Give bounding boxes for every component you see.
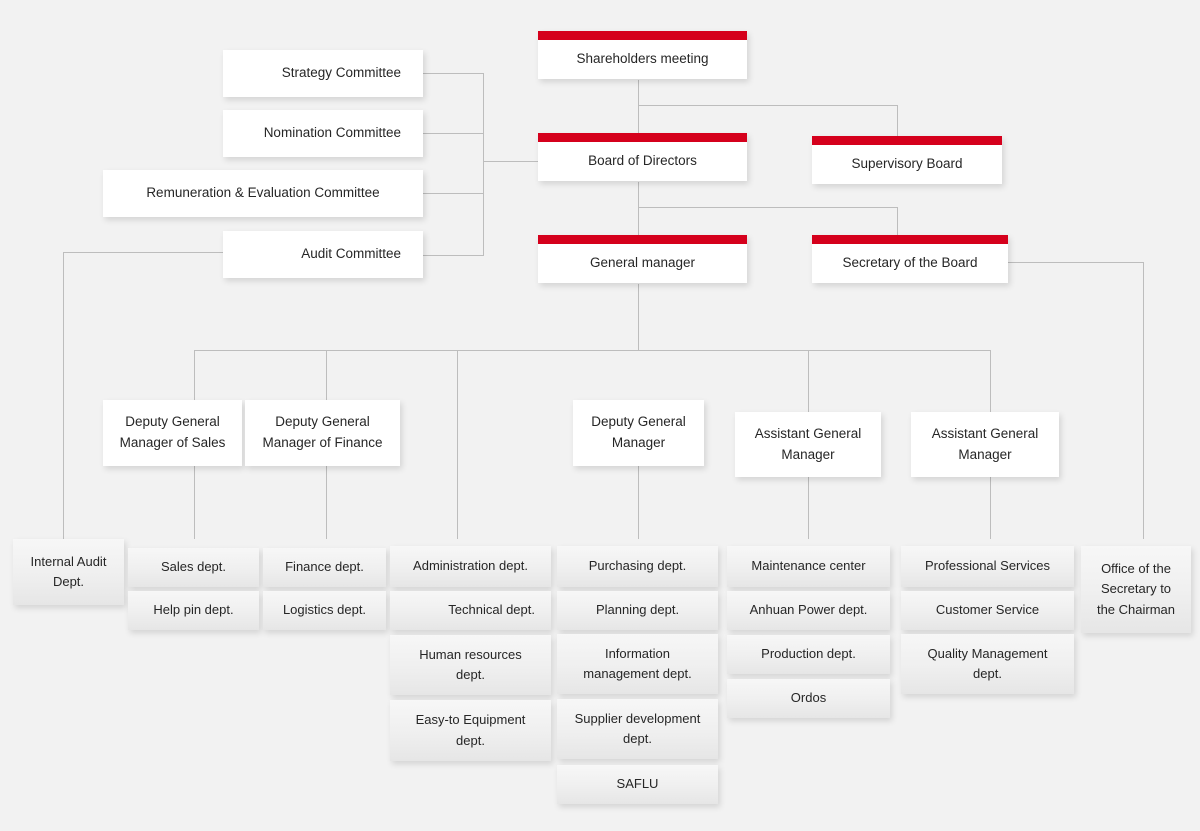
connector-board-down — [638, 182, 639, 264]
node-label: Remuneration & Evaluation Committee — [146, 185, 380, 201]
node-label: Strategy Committee — [281, 65, 401, 81]
connector-strategy-committee — [423, 73, 484, 74]
node-remuneration-evaluation-committee[interactable]: Remuneration & Evaluation Committee — [103, 170, 423, 217]
node-label: Supervisory Board — [851, 156, 963, 172]
node-information-management-dept[interactable]: Information management dept. — [557, 634, 718, 694]
node-audit-committee[interactable]: Audit Committee — [223, 231, 423, 278]
connector-drop-deputy-finance — [326, 350, 327, 400]
node-shareholders-meeting[interactable]: Shareholders meeting — [538, 31, 747, 79]
node-label: Easy-to Equipment dept. — [415, 712, 526, 748]
connector-committees-to-board — [483, 161, 540, 162]
node-label: Ordos — [790, 690, 827, 706]
connector-audit-committee — [423, 255, 484, 256]
node-label: Shareholders meeting — [576, 51, 709, 67]
node-label: SAFLU — [616, 776, 659, 792]
node-secretary-of-the-board[interactable]: Secretary of the Board — [812, 235, 1008, 283]
node-label: Professional Services — [925, 558, 1050, 574]
node-easy-to-equipment-dept[interactable]: Easy-to Equipment dept. — [390, 700, 551, 761]
connector-outer-right-drop — [1143, 262, 1144, 539]
connector-drop-deputy-sales — [194, 350, 195, 400]
node-deputy-general-manager[interactable]: Deputy General Manager — [573, 400, 704, 466]
node-strategy-committee[interactable]: Strategy Committee — [223, 50, 423, 97]
node-production-dept[interactable]: Production dept. — [727, 635, 890, 674]
node-planning-dept[interactable]: Planning dept. — [557, 591, 718, 630]
connector-drop-assistant-2 — [990, 350, 991, 412]
node-nomination-committee[interactable]: Nomination Committee — [223, 110, 423, 157]
node-technical-dept[interactable]: Technical dept. — [390, 591, 551, 630]
connector-finance-to-dept — [326, 466, 327, 539]
connector-sales-to-dept — [194, 466, 195, 539]
node-label: Information management dept. — [583, 645, 692, 681]
node-general-manager[interactable]: General manager — [538, 235, 747, 283]
connector-committee-bus — [483, 73, 484, 256]
node-label: Finance dept. — [285, 559, 364, 575]
node-anhuan-power-dept[interactable]: Anhuan Power dept. — [727, 591, 890, 630]
node-label: Production dept. — [761, 646, 856, 662]
node-label: Nomination Committee — [263, 125, 401, 141]
node-label: Office of the Secretary to the Chairman — [1096, 561, 1176, 617]
node-label: Internal Audit Dept. — [30, 553, 107, 589]
node-deputy-general-manager-of-finance[interactable]: Deputy General Manager of Finance — [245, 400, 400, 466]
node-label: General manager — [589, 255, 696, 271]
node-label: Help pin dept. — [153, 602, 234, 618]
node-quality-management-dept[interactable]: Quality Management dept. — [901, 634, 1074, 694]
connector-secretary-down — [897, 207, 898, 242]
connector-nomination-committee — [423, 133, 484, 134]
node-label: Deputy General Manager of Finance — [262, 414, 383, 450]
node-label: Maintenance center — [751, 558, 866, 574]
connector-drop-administration — [457, 350, 458, 539]
node-label: Quality Management dept. — [927, 645, 1048, 681]
node-professional-services[interactable]: Professional Services — [901, 546, 1074, 587]
node-purchasing-dept[interactable]: Purchasing dept. — [557, 546, 718, 587]
node-label: Secretary of the Board — [842, 255, 978, 271]
node-help-pin-dept[interactable]: Help pin dept. — [128, 591, 259, 630]
node-finance-dept[interactable]: Finance dept. — [263, 548, 386, 587]
node-supplier-development-dept[interactable]: Supplier development dept. — [557, 699, 718, 759]
connector-assistant2-to-dept — [990, 477, 991, 539]
node-logistics-dept[interactable]: Logistics dept. — [263, 591, 386, 630]
node-label: Technical dept. — [448, 602, 535, 618]
connector-drop-assistant-1 — [808, 350, 809, 412]
connector-supervisory-down — [897, 105, 898, 140]
node-label: Deputy General Manager of Sales — [119, 414, 226, 450]
node-deputy-general-manager-of-sales[interactable]: Deputy General Manager of Sales — [103, 400, 242, 466]
node-label: Purchasing dept. — [588, 558, 687, 574]
node-sales-dept[interactable]: Sales dept. — [128, 548, 259, 587]
connector-board-to-secretary-h — [638, 207, 897, 208]
connector-deputy-to-dept — [638, 466, 639, 539]
node-assistant-general-manager-1[interactable]: Assistant General Manager — [735, 412, 881, 477]
connector-shareholders-down — [638, 80, 639, 162]
node-label: Administration dept. — [413, 558, 528, 574]
node-label: Customer Service — [935, 602, 1040, 618]
node-label: Board of Directors — [588, 153, 697, 169]
node-label: Logistics dept. — [282, 602, 367, 618]
node-maintenance-center[interactable]: Maintenance center — [727, 546, 890, 587]
node-board-of-directors[interactable]: Board of Directors — [538, 133, 747, 181]
connector-remuneration-committee — [423, 193, 484, 194]
connector-assistant1-to-dept — [808, 477, 809, 539]
connector-outer-left-drop — [63, 252, 64, 539]
node-internal-audit-dept[interactable]: Internal Audit Dept. — [13, 539, 124, 605]
node-ordos[interactable]: Ordos — [727, 679, 890, 718]
node-label: Audit Committee — [301, 246, 401, 262]
node-human-resources-dept[interactable]: Human resources dept. — [390, 635, 551, 695]
node-customer-service[interactable]: Customer Service — [901, 591, 1074, 630]
node-office-of-the-secretary-to-the-chairman[interactable]: Office of the Secretary to the Chairman — [1081, 546, 1191, 633]
node-label: Deputy General Manager — [591, 414, 686, 450]
node-label: Sales dept. — [160, 559, 227, 575]
node-label: Anhuan Power dept. — [749, 602, 868, 618]
connector-gm-down — [638, 284, 639, 350]
node-assistant-general-manager-2[interactable]: Assistant General Manager — [911, 412, 1059, 477]
connector-shareholders-to-supervisory-h — [638, 105, 898, 106]
node-saflu[interactable]: SAFLU — [557, 765, 718, 804]
node-supervisory-board[interactable]: Supervisory Board — [812, 136, 1002, 184]
node-administration-dept[interactable]: Administration dept. — [390, 546, 551, 587]
connector-outer-bus-right — [1008, 262, 1144, 263]
node-label: Assistant General Manager — [931, 425, 1039, 462]
connector-manager-bus — [194, 350, 991, 351]
node-label: Supplier development dept. — [574, 710, 701, 746]
node-label: Assistant General Manager — [754, 425, 862, 462]
node-label: Planning dept. — [595, 602, 680, 618]
node-label: Human resources dept. — [419, 646, 522, 682]
